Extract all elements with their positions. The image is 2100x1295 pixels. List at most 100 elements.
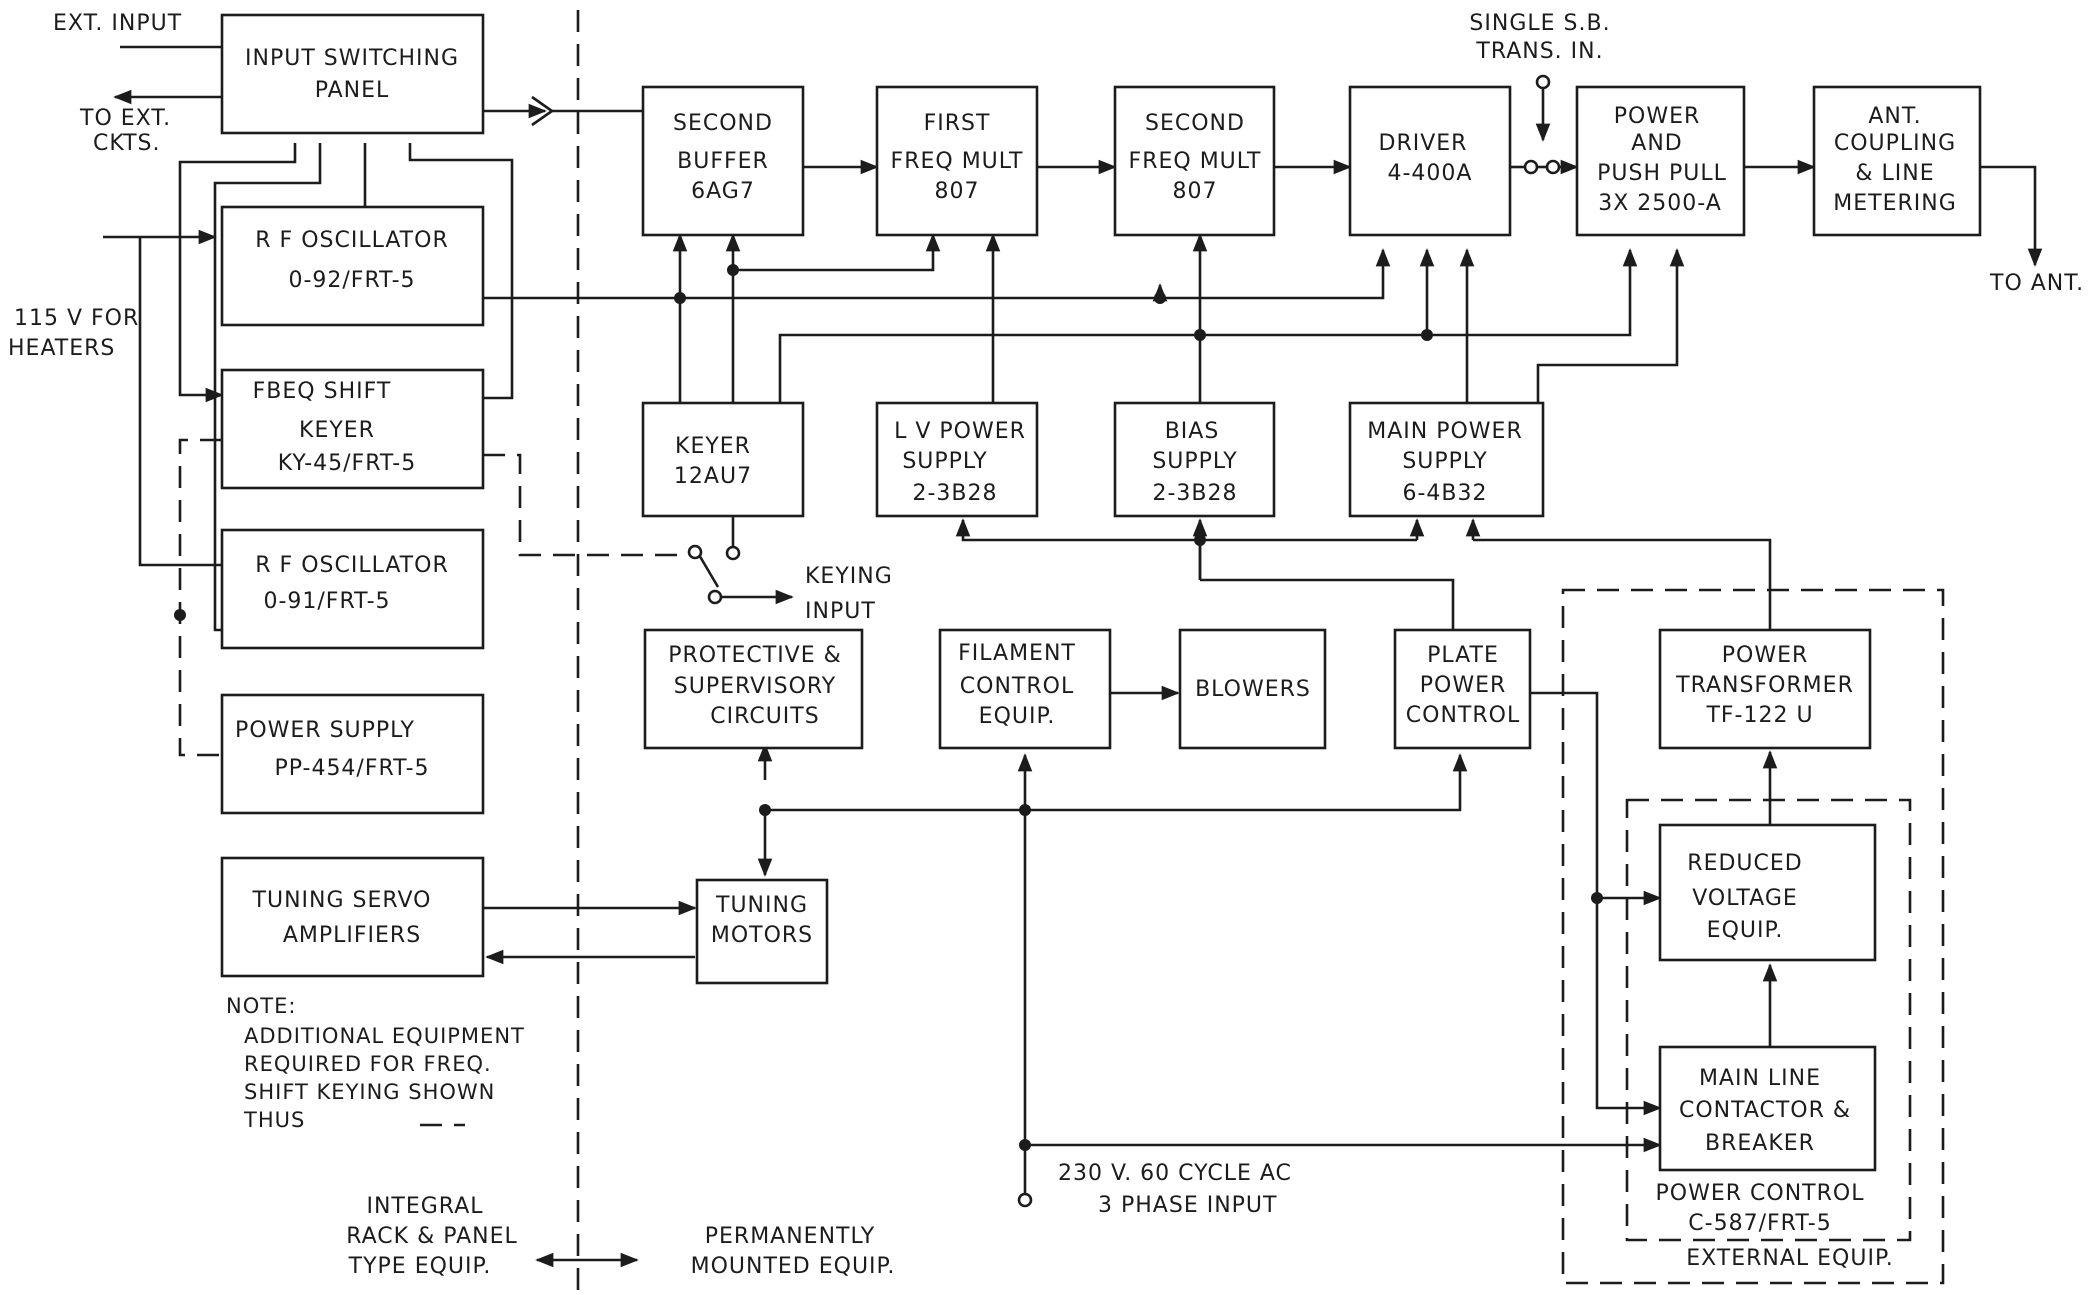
note-label: ADDITIONAL EQUIPMENT [244,1024,525,1048]
external-equip-label: EXTERNAL EQUIP. [1686,1246,1894,1271]
block-label: MAIN POWER [1367,419,1523,444]
block-label: 4-400A [1388,161,1473,186]
block-label: BUFFER [677,149,769,174]
block-label: R F OSCILLATOR [255,553,448,578]
block-label: TUNING SERVO [252,888,432,913]
ac-input-label: 3 PHASE INPUT [1098,1193,1277,1218]
block-label: 807 [1173,179,1218,204]
to-ext-ckts-label: TO EXT. [79,106,171,131]
block-label: 0-91/FRT-5 [263,589,390,614]
block-ant-coupling: ANT. COUPLING & LINE METERING [1812,85,1982,237]
power-control-label: C-587/FRT-5 [1688,1211,1831,1236]
to-ant-label: TO ANT. [1989,271,2084,296]
block-label: 807 [935,179,980,204]
ac-input-label: 230 V. 60 CYCLE AC [1058,1161,1292,1186]
block-driver: DRIVER 4-400A [1348,85,1512,237]
block-label: FILAMENT [958,641,1076,666]
block-label: COUPLING [1834,131,1956,156]
block-label: SUPPLY [902,449,987,474]
block-reduced-voltage: REDUCED VOLTAGE EQUIP. [1658,823,1877,962]
permanent-label: PERMANENTLY [705,1224,876,1249]
keying-input-label: INPUT [805,599,876,624]
block-label: 6-4B32 [1402,481,1487,506]
single-sb-label: TRANS. IN. [1475,39,1603,64]
note-label: NOTE: [226,994,296,1018]
block-label: ANT. [1868,104,1921,129]
block-label: KEYER [675,434,751,459]
block-keyer-12au7: KEYER 12AU7 [641,401,805,518]
integral-label: TYPE EQUIP. [348,1254,492,1279]
block-second-buffer: SECOND BUFFER 6AG7 [641,85,805,237]
block-label: SUPPLY [1152,449,1237,474]
ext-input-label: EXT. INPUT [53,11,182,36]
block-input-switching-panel: INPUT SWITCHING PANEL [220,13,485,135]
note-label: REQUIRED FOR FREQ. [244,1052,492,1076]
block-rf-oscillator-0-92: R F OSCILLATOR 0-92/FRT-5 [220,205,485,327]
block-lv-power-supply: L V POWER SUPPLY 2-3B28 [875,401,1039,518]
block-label: SECOND [1145,111,1245,136]
note-label: THUS [243,1108,305,1132]
block-tuning-motors: TUNING MOTORS [695,878,829,985]
free-labels: EXT. INPUT TO EXT. CKTS. 115 V FOR HEATE… [8,11,2084,1279]
block-label: PROTECTIVE & [668,643,842,668]
block-main-line-contactor: MAIN LINE CONTACTOR & BREAKER [1658,1045,1877,1172]
block-label: 3X 2500-A [1598,191,1722,216]
block-label: CIRCUITS [710,704,819,729]
block-rf-oscillator-0-91: R F OSCILLATOR 0-91/FRT-5 [220,528,485,650]
block-freq-shift-keyer: FBEQ SHIFT KEYER KY-45/FRT-5 [220,368,485,490]
block-second-freq-mult: SECOND FREQ MULT 807 [1113,85,1276,237]
block-label: AMPLIFIERS [283,923,421,948]
block-label: BREAKER [1705,1131,1815,1156]
integral-label: RACK & PANEL [346,1224,518,1249]
block-label: PANEL [315,78,390,103]
block-label: BIAS [1165,419,1220,444]
to-ext-ckts-label: CKTS. [93,131,160,156]
block-label: METERING [1833,191,1957,216]
block-label: DRIVER [1379,131,1468,156]
block-label: 2-3B28 [912,481,997,506]
block-label: R F OSCILLATOR [255,228,448,253]
block-label: TF-122 U [1705,703,1813,728]
integral-label: INTEGRAL [366,1194,483,1219]
block-label: PUSH PULL [1597,161,1727,186]
block-label: TUNING [715,893,808,918]
permanent-label: MOUNTED EQUIP. [691,1254,896,1279]
heaters-label: HEATERS [8,336,115,361]
block-label: SECOND [673,111,773,136]
block-label: PP-454/FRT-5 [274,756,429,781]
block-label: POWER [1614,104,1701,129]
block-label: POWER SUPPLY [235,718,415,743]
note-label: SHIFT KEYING SHOWN [244,1080,495,1104]
block-blowers: BLOWERS [1178,628,1327,750]
block-label: TRANSFORMER [1675,673,1854,698]
block-label: KY-45/FRT-5 [278,451,417,476]
block-label: FREQ MULT [891,149,1024,174]
block-main-power-supply: MAIN POWER SUPPLY 6-4B32 [1348,401,1545,518]
block-label: KEYER [299,418,375,443]
block-label: 0-92/FRT-5 [288,268,415,293]
block-label: CONTROL [1406,703,1520,728]
block-label: PLATE [1427,643,1499,668]
block-protective-supervisory: PROTECTIVE & SUPERVISORY CIRCUITS [643,628,864,750]
block-label: FIRST [924,111,991,136]
junction-dots [174,264,1603,1151]
keying-input-label: KEYING [805,564,893,589]
block-power-supply-pp-454: POWER SUPPLY PP-454/FRT-5 [220,693,485,815]
block-power-transformer: POWER TRANSFORMER TF-122 U [1658,628,1872,750]
dashed-lines [178,10,1945,1290]
power-control-label: POWER CONTROL [1656,1181,1865,1206]
block-bias-supply: BIAS SUPPLY 2-3B28 [1113,401,1276,518]
block-label: CONTROL [960,674,1074,699]
block-label: 6AG7 [691,179,755,204]
connections [103,45,2043,1268]
block-label: & LINE [1855,161,1934,186]
block-plate-power-control: PLATE POWER CONTROL [1393,628,1532,750]
block-label: FBEQ SHIFT [253,379,392,404]
block-label: INPUT SWITCHING [245,46,459,71]
block-label: SUPPLY [1402,449,1487,474]
block-first-freq-mult: FIRST FREQ MULT 807 [875,85,1039,237]
block-label: REDUCED [1687,851,1802,876]
single-sb-label: SINGLE S.B. [1469,11,1610,36]
block-label: FREQ MULT [1129,149,1262,174]
